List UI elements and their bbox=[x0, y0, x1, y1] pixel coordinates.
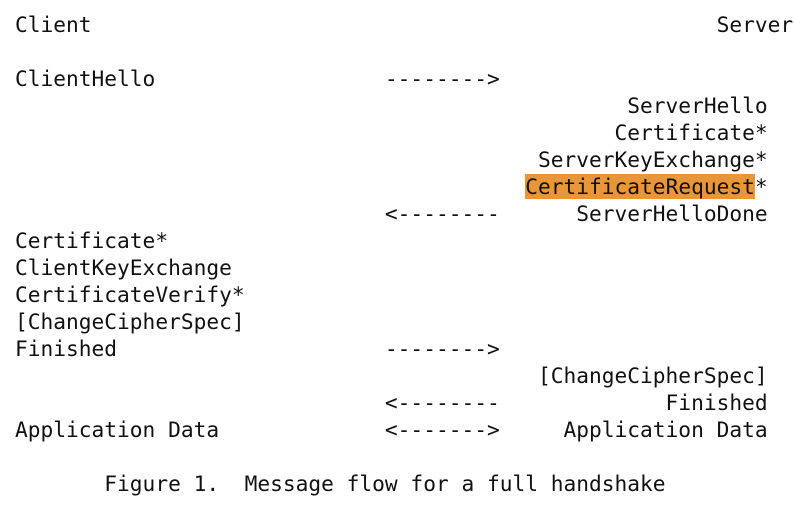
blank-line bbox=[15, 38, 795, 65]
message-line: Certificate* bbox=[15, 228, 169, 253]
highlighted-message-line: CertificateRequest* bbox=[15, 173, 795, 200]
handshake-diagram: Client Server ClientHello --------> Serv… bbox=[15, 12, 795, 496]
message-line: Finished --------> bbox=[15, 336, 500, 361]
message-line: ServerHello bbox=[15, 93, 768, 118]
message-line: Certificate* bbox=[15, 120, 768, 145]
message-line: ClientHello --------> bbox=[15, 66, 500, 91]
blank-line bbox=[15, 443, 795, 470]
message-line: <-------- ServerHelloDone bbox=[15, 201, 768, 226]
line-prefix bbox=[15, 174, 525, 199]
message-line: CertificateVerify* bbox=[15, 282, 245, 307]
line-suffix: * bbox=[754, 174, 768, 199]
message-line: [ChangeCipherSpec] bbox=[15, 309, 245, 334]
message-line: <-------- Finished bbox=[15, 390, 768, 415]
message-line: ClientKeyExchange bbox=[15, 255, 232, 280]
message-line: [ChangeCipherSpec] bbox=[15, 363, 768, 388]
figure-caption: Figure 1. Message flow for a full handsh… bbox=[15, 471, 666, 496]
header-line: Client Server bbox=[15, 12, 794, 37]
message-line: Application Data <-------> Application D… bbox=[15, 417, 768, 442]
message-line: ServerKeyExchange* bbox=[15, 147, 768, 172]
highlighted-text: CertificateRequest bbox=[525, 174, 755, 199]
